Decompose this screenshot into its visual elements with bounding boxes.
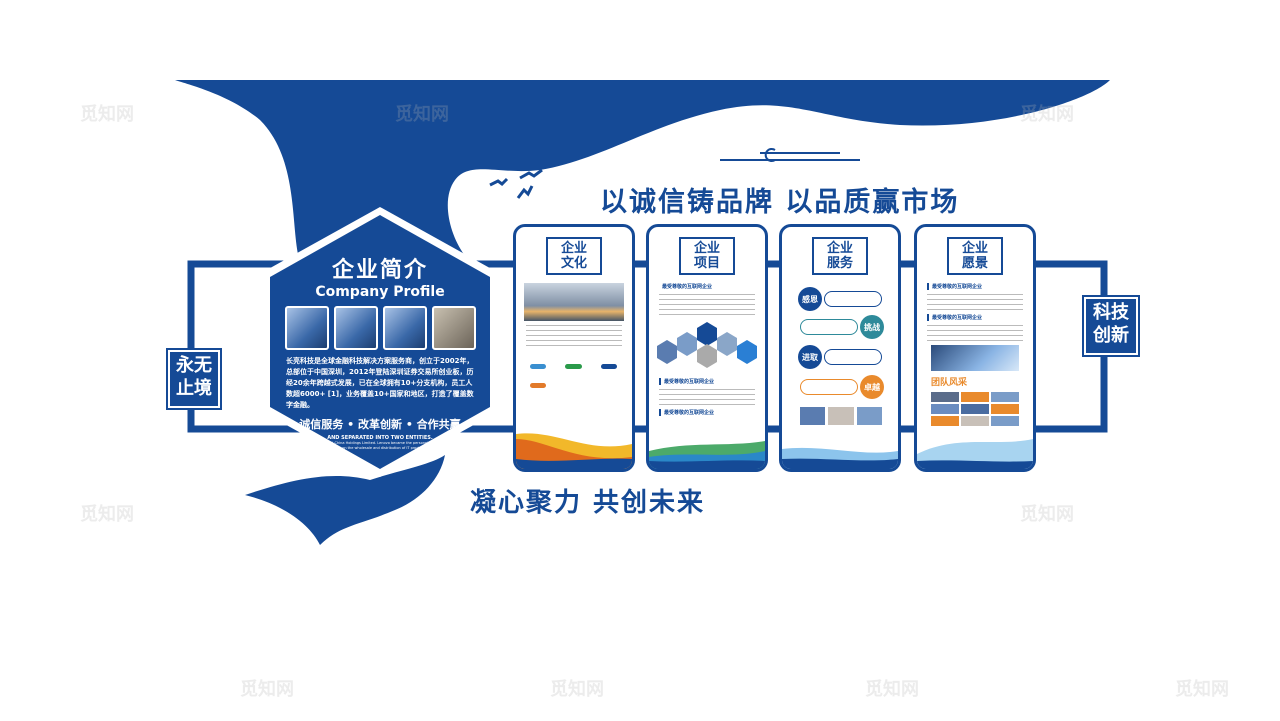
profile-hexagon — [270, 215, 490, 469]
title-line: 企业 — [826, 241, 853, 256]
profile-title: 企业简介 — [331, 258, 428, 283]
trophy-photo — [524, 283, 624, 321]
watermark: 觅知网 — [80, 104, 134, 125]
wave-decoration — [516, 433, 632, 469]
panel-vision: 企业愿景 最受尊敬的互联网企业 最受尊敬的互联网企业 团队风采 — [914, 224, 1036, 472]
subheading: 最受尊敬的互联网企业 — [659, 378, 755, 385]
subheading: 最受尊敬的互联网企业 — [662, 284, 713, 290]
wave-decoration — [649, 441, 765, 469]
subheading: 最受尊敬的互联网企业 — [659, 409, 755, 416]
right-box-line: 创新 — [1093, 325, 1129, 346]
profile-en-body: They were Lenovo and Digital China Holdi… — [281, 441, 479, 450]
watermark: 觅知网 — [395, 104, 449, 125]
profile-en-heading: AND SEPARATED INTO TWO ENTITIES. — [327, 435, 433, 441]
title-line: 服务 — [826, 256, 853, 271]
hexagon-photos — [657, 322, 757, 368]
photo — [382, 306, 427, 350]
right-box: 科技 创新 — [1082, 295, 1140, 357]
profile-photos — [280, 306, 480, 350]
title-line: 愿景 — [961, 256, 988, 271]
tag — [530, 383, 547, 388]
panel-title: 企业项目 — [679, 237, 735, 275]
right-box-line: 科技 — [1093, 302, 1129, 323]
watermark: 觅知网 — [550, 679, 604, 700]
placeholder-text — [659, 389, 755, 405]
left-box: 永无 止境 — [166, 348, 222, 410]
title-line: 企业 — [961, 241, 988, 256]
profile-motto: 诚信服务 • 改革创新 • 合作共赢 — [299, 418, 461, 431]
watermark: 觅知网 — [1020, 504, 1074, 525]
circle-badge: 挑战 — [860, 315, 884, 339]
left-box-line: 止境 — [176, 378, 212, 399]
tag — [565, 364, 582, 369]
watermark: 觅知网 — [240, 679, 294, 700]
watermark: 觅知网 — [865, 679, 919, 700]
cloud-ornament — [720, 148, 860, 162]
photo — [333, 306, 378, 350]
circle-badge: 进取 — [798, 345, 822, 369]
title-line: 文化 — [560, 256, 587, 271]
placeholder-text — [659, 294, 755, 316]
company-profile: 企业简介 Company Profile 长亮科技是全球金融科技解决方案服务商，… — [280, 252, 480, 451]
panel-title: 企业文化 — [546, 237, 602, 275]
title-line: 企业 — [693, 241, 720, 256]
wave-decoration — [917, 439, 1033, 469]
subheading: 最受尊敬的互联网企业 — [927, 283, 1023, 290]
profile-body: 长亮科技是全球金融科技解决方案服务商，创立于2002年，总部位于中国深圳，201… — [286, 357, 474, 409]
text-bubble — [824, 349, 882, 365]
subheading: 最受尊敬的互联网企业 — [927, 314, 1023, 321]
text-bubble — [824, 291, 882, 307]
title-line: 项目 — [693, 256, 720, 271]
placeholder-text — [927, 325, 1023, 341]
placeholder-text — [927, 294, 1023, 310]
circle-badge: 卓越 — [860, 375, 884, 399]
photo-strip — [800, 407, 882, 425]
circle-badge: 感恩 — [798, 287, 822, 311]
bird-icon — [489, 168, 543, 199]
bottom-slogan: 凝心聚力 共创未来 — [470, 488, 706, 518]
top-wave-band — [175, 80, 1110, 262]
team-heading: 团队风采 — [931, 378, 968, 388]
panel-services: 企业服务 感恩 挑战 进取 卓越 — [779, 224, 901, 472]
tag — [600, 364, 618, 369]
left-box-line: 永无 — [176, 355, 212, 376]
panel-culture: 企业文化 — [513, 224, 635, 472]
text-bubble — [800, 379, 858, 395]
watermark: 觅知网 — [1175, 679, 1229, 700]
team-photo-grid — [931, 392, 1019, 426]
text-bubble — [800, 319, 858, 335]
main-title: 以诚信铸品牌 以品质赢市场 — [600, 187, 960, 218]
tag — [530, 364, 547, 369]
profile-subtitle: Company Profile — [315, 284, 445, 300]
photo — [284, 306, 329, 350]
panel-title: 企业愿景 — [947, 237, 1003, 275]
wave-decoration — [782, 447, 898, 469]
title-line: 企业 — [560, 241, 587, 256]
panel-projects: 企业项目 最受尊敬的互联网企业 最受尊敬的互联网企业 最受尊敬的互联网企业 — [646, 224, 768, 472]
photo — [431, 306, 476, 350]
panel-title: 企业服务 — [812, 237, 868, 275]
building-photo — [931, 345, 1019, 371]
bottom-ribbon — [245, 455, 445, 545]
placeholder-text — [526, 325, 622, 349]
watermark: 觅知网 — [80, 504, 134, 525]
watermark: 觅知网 — [1020, 104, 1074, 125]
